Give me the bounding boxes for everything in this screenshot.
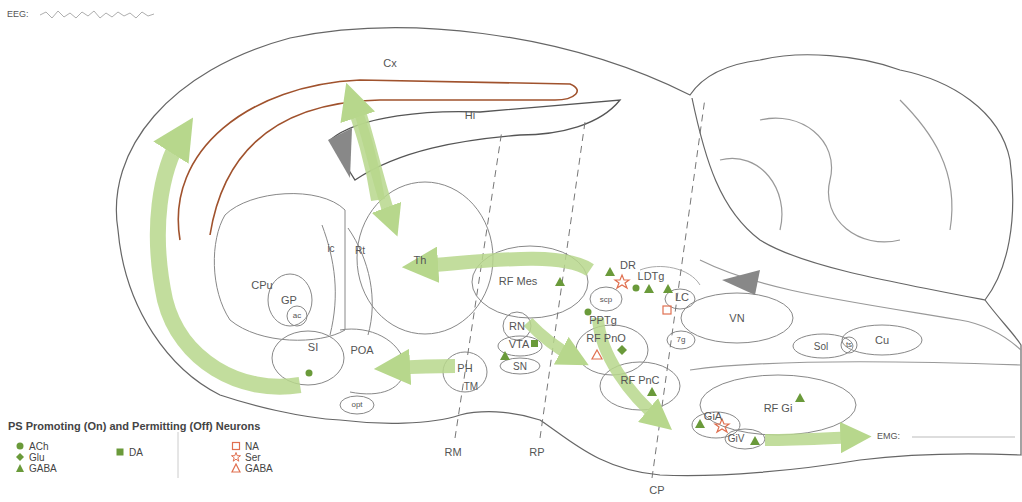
legend-symbol bbox=[15, 463, 25, 473]
region-label: PPTg bbox=[589, 314, 617, 326]
region-label: opt bbox=[351, 401, 362, 410]
emg-trace bbox=[912, 437, 1015, 438]
region-label: GiA bbox=[704, 410, 722, 422]
region-label: EMG: bbox=[877, 432, 900, 442]
region-outlines bbox=[214, 100, 922, 449]
legend-symbol bbox=[231, 463, 241, 473]
ventricle bbox=[328, 128, 352, 178]
region-label: RP bbox=[529, 446, 544, 458]
legend-text: DA bbox=[129, 447, 143, 458]
legend-symbol bbox=[231, 452, 241, 462]
legend-text: NA bbox=[245, 441, 259, 452]
region-label: VTA bbox=[509, 338, 530, 350]
region-label: VN bbox=[729, 312, 744, 324]
region-label: RM bbox=[444, 446, 461, 458]
ventricle bbox=[722, 270, 760, 295]
legend-text: Glu bbox=[29, 452, 45, 463]
region-label: Sol bbox=[814, 341, 828, 352]
corpus-callosum bbox=[178, 80, 577, 240]
region-label: ts bbox=[846, 341, 852, 350]
region-label: Rt bbox=[355, 245, 365, 256]
neuron-markers bbox=[306, 267, 806, 445]
region-label: RF Gi bbox=[764, 402, 793, 414]
region-label: ic bbox=[327, 243, 334, 254]
legend-text: GABA bbox=[29, 463, 57, 474]
legend-symbol bbox=[231, 441, 241, 451]
region-label: SI bbox=[308, 341, 318, 353]
legend-symbol bbox=[15, 452, 25, 462]
legend-text: ACh bbox=[29, 441, 48, 452]
eeg-trace bbox=[40, 11, 154, 18]
region-label: Hi bbox=[465, 109, 475, 121]
brain-outline bbox=[116, 28, 1021, 476]
region-label: EEG: bbox=[7, 10, 29, 20]
region-label: RN bbox=[509, 320, 525, 332]
region-label: CPu bbox=[251, 279, 272, 291]
legend-symbol bbox=[15, 441, 25, 451]
region-label: 7g bbox=[677, 336, 686, 345]
region-label: Th bbox=[414, 254, 427, 266]
pathway-arrows bbox=[158, 100, 856, 440]
legend-symbol bbox=[115, 447, 125, 457]
region-label: RF Mes bbox=[499, 275, 538, 287]
region-label: GiV bbox=[728, 433, 745, 444]
region-label: RF PnC bbox=[620, 374, 659, 386]
region-label: PH bbox=[457, 362, 472, 374]
region-label: LDTg bbox=[638, 270, 665, 282]
region-label: SN bbox=[513, 361, 527, 372]
legend-text: GABA bbox=[245, 463, 273, 474]
legend-divider bbox=[178, 432, 179, 478]
region-label: Cu bbox=[875, 334, 889, 346]
region-label: ac bbox=[293, 312, 301, 321]
region-label: LC bbox=[675, 291, 689, 303]
region-label: CP bbox=[649, 484, 664, 496]
region-label: GP bbox=[281, 294, 297, 306]
legend-text: Ser bbox=[245, 452, 261, 463]
region-label: TM bbox=[464, 381, 478, 392]
region-label: POA bbox=[350, 344, 373, 356]
legend-heading: PS Promoting (On) and Permitting (Off) N… bbox=[8, 420, 260, 432]
section-lines bbox=[455, 98, 705, 478]
region-label: DR bbox=[620, 259, 636, 271]
region-label: RF PnO bbox=[586, 332, 626, 344]
region-label: scp bbox=[600, 296, 612, 305]
region-label: Cx bbox=[383, 57, 396, 69]
